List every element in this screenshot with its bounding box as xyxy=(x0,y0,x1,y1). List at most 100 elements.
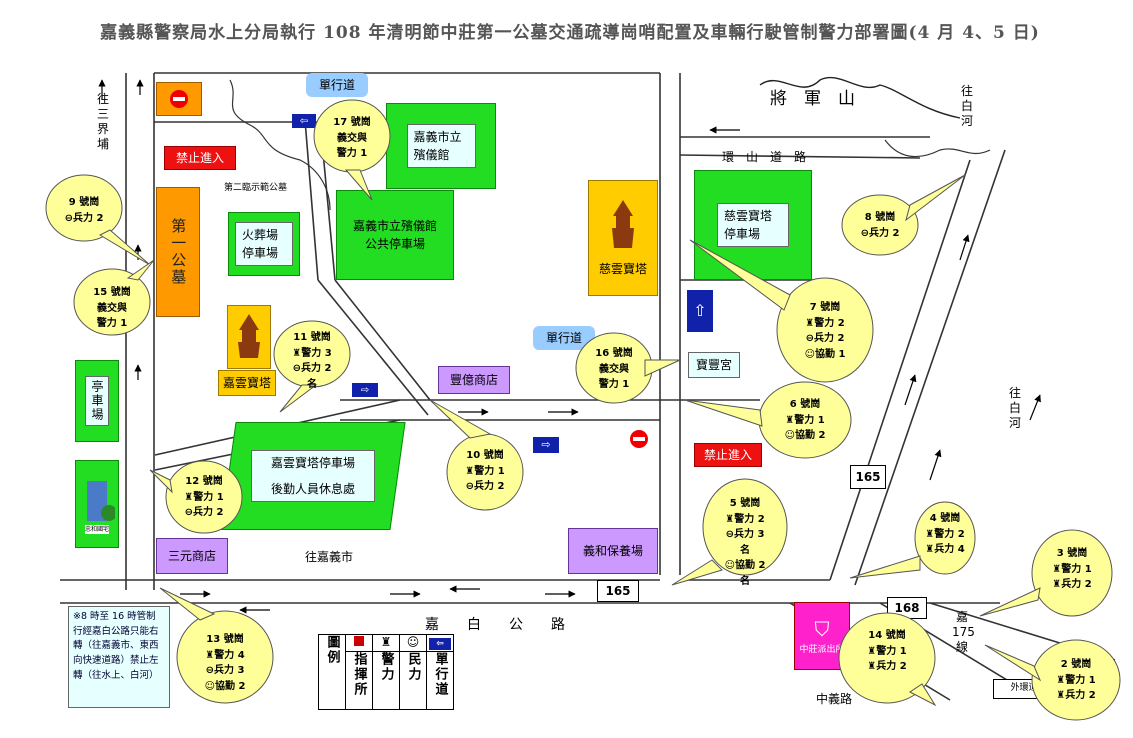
post-title: 4 號崗 xyxy=(929,513,961,524)
post-line: ☺協勤 1 xyxy=(804,348,846,360)
post-title: 11 號崗 xyxy=(293,332,331,343)
post-title: 7 號崗 xyxy=(809,302,841,313)
legend-table: 圖例 ♜ ☺ ⇦ 指揮所 警力 民力 單行道 xyxy=(318,633,454,710)
police-post-label: 中莊派出所 xyxy=(799,645,845,656)
post-line: ⊖兵力 3 名 xyxy=(725,529,765,556)
pagoda-icon xyxy=(238,314,260,358)
police-badge-icon: ⛉ xyxy=(814,617,830,642)
cremation-parking-block: 火葬場停車場 xyxy=(228,212,300,276)
zhongyi-road: 中義路 xyxy=(816,692,853,706)
post-line: ♜警力 2 xyxy=(805,317,845,329)
cemetery-label: 第一公墓 xyxy=(169,218,188,286)
logistics-rest-label: 後勤人員休息處 xyxy=(270,482,355,496)
waibalan-sign: 外環道 xyxy=(993,679,1055,699)
post-bubble-p7: 7 號崗 ♜警力 2 ⊖兵力 2 ☺協勤 1 xyxy=(800,300,850,362)
post-bubble-p11: 11 號崗 ♜警力 3 ⊖兵力 2 名 xyxy=(288,330,336,392)
post-bubble-p4: 4 號崗♜警力 2♜兵力 4 xyxy=(920,511,970,558)
cemetery-block: 第一公墓 xyxy=(156,187,200,317)
post-line: 警力 1 xyxy=(336,148,368,159)
direction-baihe-right: 往白河 xyxy=(1008,386,1021,430)
post-bubble-p2: 2 號崗 ♜警力 1 ♜兵力 2 xyxy=(1051,657,1101,704)
legend-icon-cell: ☺ xyxy=(399,633,427,653)
no-entry-icon xyxy=(630,430,648,448)
fengyi-store: 豐億商店 xyxy=(438,366,510,394)
post-bubble-p17: 17 號崗義交與警力 1 xyxy=(328,115,376,162)
civilian-icon: ☺ xyxy=(406,635,420,649)
post-bubble-p12: 12 號崗 ♜警力 1 ⊖兵力 2 xyxy=(180,474,228,521)
post-line: ☺協勤 2 xyxy=(204,680,246,692)
legend-label: 圖例 xyxy=(324,635,340,665)
post-line: ⊖兵力 2 xyxy=(184,507,224,518)
page-title: 嘉義縣警察局水上分局執行 108 年清明節中莊第一公墓交通疏導崗哨配置及車輛行駛… xyxy=(100,23,1040,43)
post-bubble-p8: 8 號崗⊖兵力 2 xyxy=(856,210,904,241)
post-title: 17 號崗 xyxy=(333,117,371,128)
post-title: 14 號崗 xyxy=(868,630,906,641)
one-way-callout-top: 單行道 xyxy=(306,73,368,97)
post-line: ♜兵力 2 xyxy=(867,661,907,672)
post-line: ⊖兵力 2 xyxy=(805,333,845,344)
direction-baihe-top: 往白河 xyxy=(960,84,973,128)
legend-item-cell: 民力 xyxy=(399,651,427,710)
post-bubble-p9: 9 號崗⊖兵力 2 xyxy=(60,195,108,226)
pavilion-parking-block: 亭車場 xyxy=(75,360,119,442)
post-line: ♜警力 1 xyxy=(785,414,825,426)
legend-item: 民力 xyxy=(405,652,421,683)
post-line: 義交與 xyxy=(97,302,127,314)
post-line: 義交與 xyxy=(599,363,629,375)
jiayun-tower-icon xyxy=(227,305,271,369)
baofeng-temple: 寶豐宮 xyxy=(688,352,740,378)
post-bubble-p15: 15 號崗義交與警力 1 xyxy=(88,285,136,332)
post-bubble-p10: 10 號崗♜警力 1⊖兵力 2 xyxy=(461,448,509,495)
funeral-hall-block: 嘉義市立殯儀館 xyxy=(386,103,496,189)
post-title: 3 號崗 xyxy=(1056,548,1088,559)
ciyun-parking-label: 慈雲寶塔停車場 xyxy=(717,203,789,247)
post-line: 義交與 xyxy=(337,132,367,144)
post-line: ⊖兵力 2 名 xyxy=(292,363,332,390)
jiayun-parking-block: 嘉雲寶塔停車場 後勤人員休息處 xyxy=(220,422,406,530)
one-way-arrow-icon: ⇨ xyxy=(533,437,559,453)
to-chiayi-city: 往嘉義市 xyxy=(305,550,354,564)
legend-item: 警力 xyxy=(378,652,394,683)
post-bubble-p16: 16 號崗義交與警力 1 xyxy=(590,346,638,393)
legend-item-cell: 指揮所 xyxy=(345,651,373,710)
post-bubble-p6: 6 號崗♜警力 1☺協勤 2 xyxy=(780,397,830,444)
post-line: ♜警力 1 xyxy=(184,491,224,503)
post-line: ⊖兵力 3 xyxy=(205,665,245,676)
post-title: 12 號崗 xyxy=(185,476,223,487)
post-title: 10 號崗 xyxy=(466,450,504,461)
post-bubble-p3: 3 號崗♜警力 1♜兵力 2 xyxy=(1047,546,1097,593)
post-line: ♜警力 1 xyxy=(1056,674,1096,686)
no-entry-sign-top xyxy=(156,82,202,116)
pavilion-parking-label: 亭車場 xyxy=(85,376,109,426)
command-post-icon xyxy=(354,636,364,646)
legend-icon-cell xyxy=(345,633,373,653)
one-way-up-arrow-icon: ⇧ xyxy=(687,290,713,332)
legend-label-cell: 圖例 xyxy=(318,634,346,710)
post-line: ♜警力 3 xyxy=(292,347,332,359)
post-title: 9 號崗 xyxy=(68,197,100,208)
jiayun-tower-label: 嘉雲寶塔 xyxy=(218,370,276,396)
direction-sanjiepu: 往三界埔 xyxy=(96,92,109,151)
post-line: ⊖兵力 2 xyxy=(860,227,900,239)
post-bubble-p13: 13 號崗♜警力 4⊖兵力 3☺協勤 2 xyxy=(200,632,250,694)
temp-park-label: 第二臨示範公墓 xyxy=(224,183,288,193)
jiangjun-mountain: 將 軍 山 xyxy=(770,89,855,109)
post-line: ♜警力 2 xyxy=(725,513,765,525)
park-block: 忠和國宅 xyxy=(75,460,119,548)
post-line: ☺協勤 2 名 xyxy=(724,560,766,587)
post-title: 2 號崗 xyxy=(1060,659,1092,670)
legend-item: 指揮所 xyxy=(351,652,367,698)
park-label: 忠和國宅 xyxy=(84,524,109,534)
legend-item-cell: 單行道 xyxy=(426,651,454,710)
jiayun-parking-labels: 嘉雲寶塔停車場 後勤人員休息處 xyxy=(251,450,375,502)
police-post-block: ⛉ 中莊派出所 xyxy=(794,602,850,670)
legend-icon-cell: ⇦ xyxy=(426,633,454,653)
post-bubble-p5: 5 號崗♜警力 2⊖兵力 3 名☺協勤 2 名 xyxy=(720,496,770,589)
yihebao-farm: 義和保養場 xyxy=(568,528,658,574)
post-title: 13 號崗 xyxy=(206,634,244,645)
no-entry-label-mid: 禁止進入 xyxy=(694,443,762,467)
no-entry-icon xyxy=(170,90,188,108)
one-way-icon: ⇦ xyxy=(429,638,451,650)
jia175-label: 嘉 175 線 xyxy=(952,610,975,654)
post-line: ♜兵力 2 xyxy=(1056,690,1096,701)
